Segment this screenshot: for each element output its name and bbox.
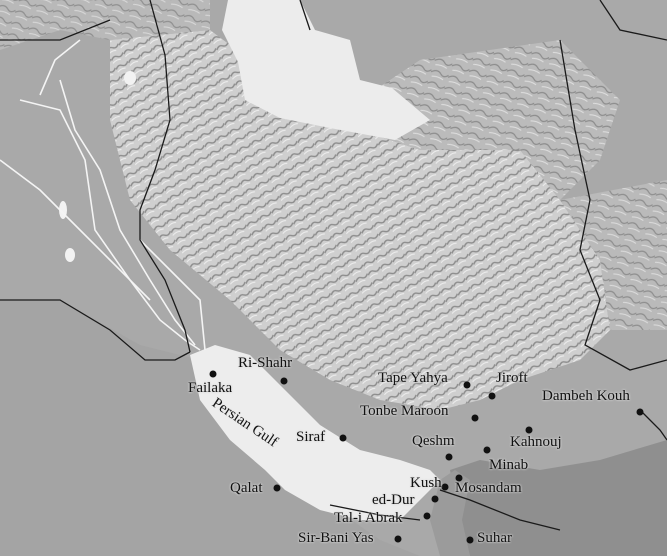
alborz-relief xyxy=(330,40,620,200)
site-marker-tonbe-maroon[interactable] xyxy=(471,414,479,422)
site-marker-tape-yahya[interactable] xyxy=(463,381,471,389)
site-label-kush: Kush xyxy=(410,475,442,491)
site-marker-jiroft[interactable] xyxy=(488,392,496,400)
site-label-tal-i-abrak: Tal-i Abrak xyxy=(334,510,403,526)
site-label-siraf: Siraf xyxy=(296,429,326,445)
zagros-relief xyxy=(110,30,610,410)
site-label-ed-dur: ed-Dur xyxy=(372,492,415,508)
site-label-jiroft: Jiroft xyxy=(496,370,528,386)
northern-relief xyxy=(0,0,210,50)
arabian-lowland xyxy=(0,300,420,556)
gulf-of-oman xyxy=(450,440,667,556)
site-marker-suhar[interactable] xyxy=(466,536,474,544)
caspian-sea xyxy=(222,0,430,140)
lake xyxy=(65,248,75,262)
site-marker-dambeh-kouh[interactable] xyxy=(636,408,644,416)
site-label-kahnouj: Kahnouj xyxy=(510,434,562,450)
site-marker-kush[interactable] xyxy=(441,483,449,491)
site-marker-failaka[interactable] xyxy=(209,370,217,378)
site-label-tape-yahya: Tape Yahya xyxy=(378,370,448,386)
site-marker-ed-dur[interactable] xyxy=(431,495,439,503)
site-label-qeshm: Qeshm xyxy=(412,433,455,449)
site-label-qalat: Qalat xyxy=(230,480,263,496)
site-marker-sir-bani-yas[interactable] xyxy=(394,535,402,543)
lake xyxy=(124,71,136,85)
site-label-suhar: Suhar xyxy=(477,530,512,546)
site-label-minab: Minab xyxy=(489,457,529,473)
site-marker-tal-i-abrak[interactable] xyxy=(423,512,431,520)
site-label-tonbe-maroon: Tonbe Maroon xyxy=(360,403,449,419)
site-marker-qalat[interactable] xyxy=(273,484,281,492)
country-borders xyxy=(0,0,667,531)
site-marker-kahnouj[interactable] xyxy=(525,426,533,434)
site-marker-qeshm[interactable] xyxy=(445,453,453,461)
persian-gulf xyxy=(190,345,440,520)
site-label-ri-shahr: Ri-Shahr xyxy=(238,355,293,371)
site-marker-siraf[interactable] xyxy=(339,434,347,442)
site-marker-ri-shahr[interactable] xyxy=(280,377,288,385)
rivers xyxy=(0,39,206,351)
site-label-mosandam: Mosandam xyxy=(455,480,522,496)
site-marker-minab[interactable] xyxy=(483,446,491,454)
site-label-sir-bani-yas: Sir-Bani Yas xyxy=(298,530,374,546)
musandam-peninsula xyxy=(430,470,470,556)
site-label-dambeh-kouh: Dambeh Kouh xyxy=(542,388,630,404)
site-marker-mosandam[interactable] xyxy=(455,474,463,482)
site-label-failaka: Failaka xyxy=(188,380,233,396)
